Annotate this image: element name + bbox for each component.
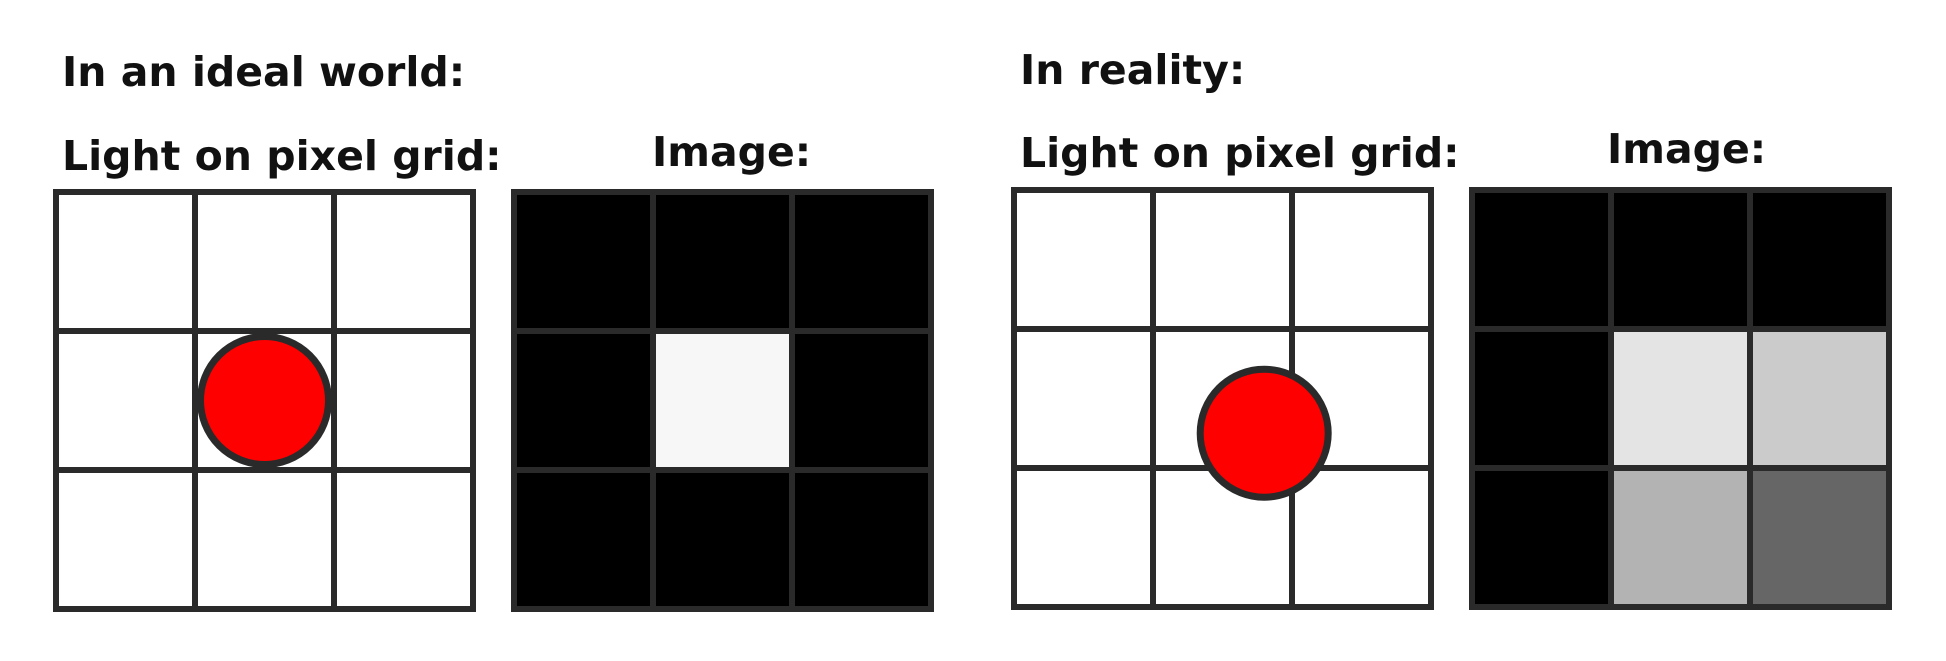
ideal-image-cell-r0-c0 <box>511 189 656 334</box>
ideal-pixel-cell-r2-c2 <box>331 467 476 612</box>
reality-image-cell-r0-c0 <box>1469 187 1614 332</box>
reality-light-spot <box>1196 365 1332 501</box>
ideal-image-cell-r1-c1 <box>650 328 795 473</box>
reality-image-label: Image: <box>1607 125 1767 173</box>
ideal-image-grid <box>511 189 934 612</box>
ideal-pixel-cell-r2-c1 <box>192 467 337 612</box>
reality-image-cell-r0-c2 <box>1747 187 1892 332</box>
reality-image-cell-r2-c1 <box>1608 465 1753 610</box>
reality-pixel-cell-r0-c2 <box>1289 187 1434 332</box>
ideal-image-cell-r2-c0 <box>511 467 656 612</box>
reality-pixel-grid <box>1011 187 1434 610</box>
ideal-pixel-cell-r1-c0 <box>53 328 198 473</box>
ideal-pixel-cell-r0-c2 <box>331 189 476 334</box>
ideal-pixel-cell-r0-c0 <box>53 189 198 334</box>
reality-image-cell-r2-c2 <box>1747 465 1892 610</box>
reality-heading: In reality: <box>1020 46 1246 94</box>
ideal-image-cell-r0-c2 <box>789 189 934 334</box>
ideal-image-cell-r0-c1 <box>650 189 795 334</box>
ideal-image-label: Image: <box>652 128 812 176</box>
ideal-pixel-cell-r1-c2 <box>331 328 476 473</box>
ideal-heading: In an ideal world: <box>62 48 466 96</box>
ideal-image-cell-r1-c0 <box>511 328 656 473</box>
reality-image-cell-r1-c0 <box>1469 326 1614 471</box>
ideal-image-cell-r2-c2 <box>789 467 934 612</box>
ideal-pixel-grid <box>53 189 476 612</box>
ideal-light-spot <box>197 333 332 468</box>
ideal-image-cell-r1-c2 <box>789 328 934 473</box>
reality-image-cell-r1-c1 <box>1608 326 1753 471</box>
reality-image-cell-r2-c0 <box>1469 465 1614 610</box>
reality-pixel-cell-r0-c0 <box>1011 187 1156 332</box>
ideal-image-grid-cells <box>511 189 934 612</box>
reality-grid-label: Light on pixel grid: <box>1020 129 1460 177</box>
reality-image-cell-r0-c1 <box>1608 187 1753 332</box>
reality-pixel-cell-r2-c0 <box>1011 465 1156 610</box>
ideal-pixel-cell-r2-c0 <box>53 467 198 612</box>
reality-pixel-cell-r0-c1 <box>1150 187 1295 332</box>
ideal-pixel-cell-r0-c1 <box>192 189 337 334</box>
reality-image-cell-r1-c2 <box>1747 326 1892 471</box>
reality-pixel-cell-r2-c2 <box>1289 465 1434 610</box>
ideal-grid-label: Light on pixel grid: <box>62 132 502 180</box>
reality-image-grid-cells <box>1469 187 1892 610</box>
reality-image-grid <box>1469 187 1892 610</box>
reality-pixel-cell-r1-c0 <box>1011 326 1156 471</box>
ideal-image-cell-r2-c1 <box>650 467 795 612</box>
